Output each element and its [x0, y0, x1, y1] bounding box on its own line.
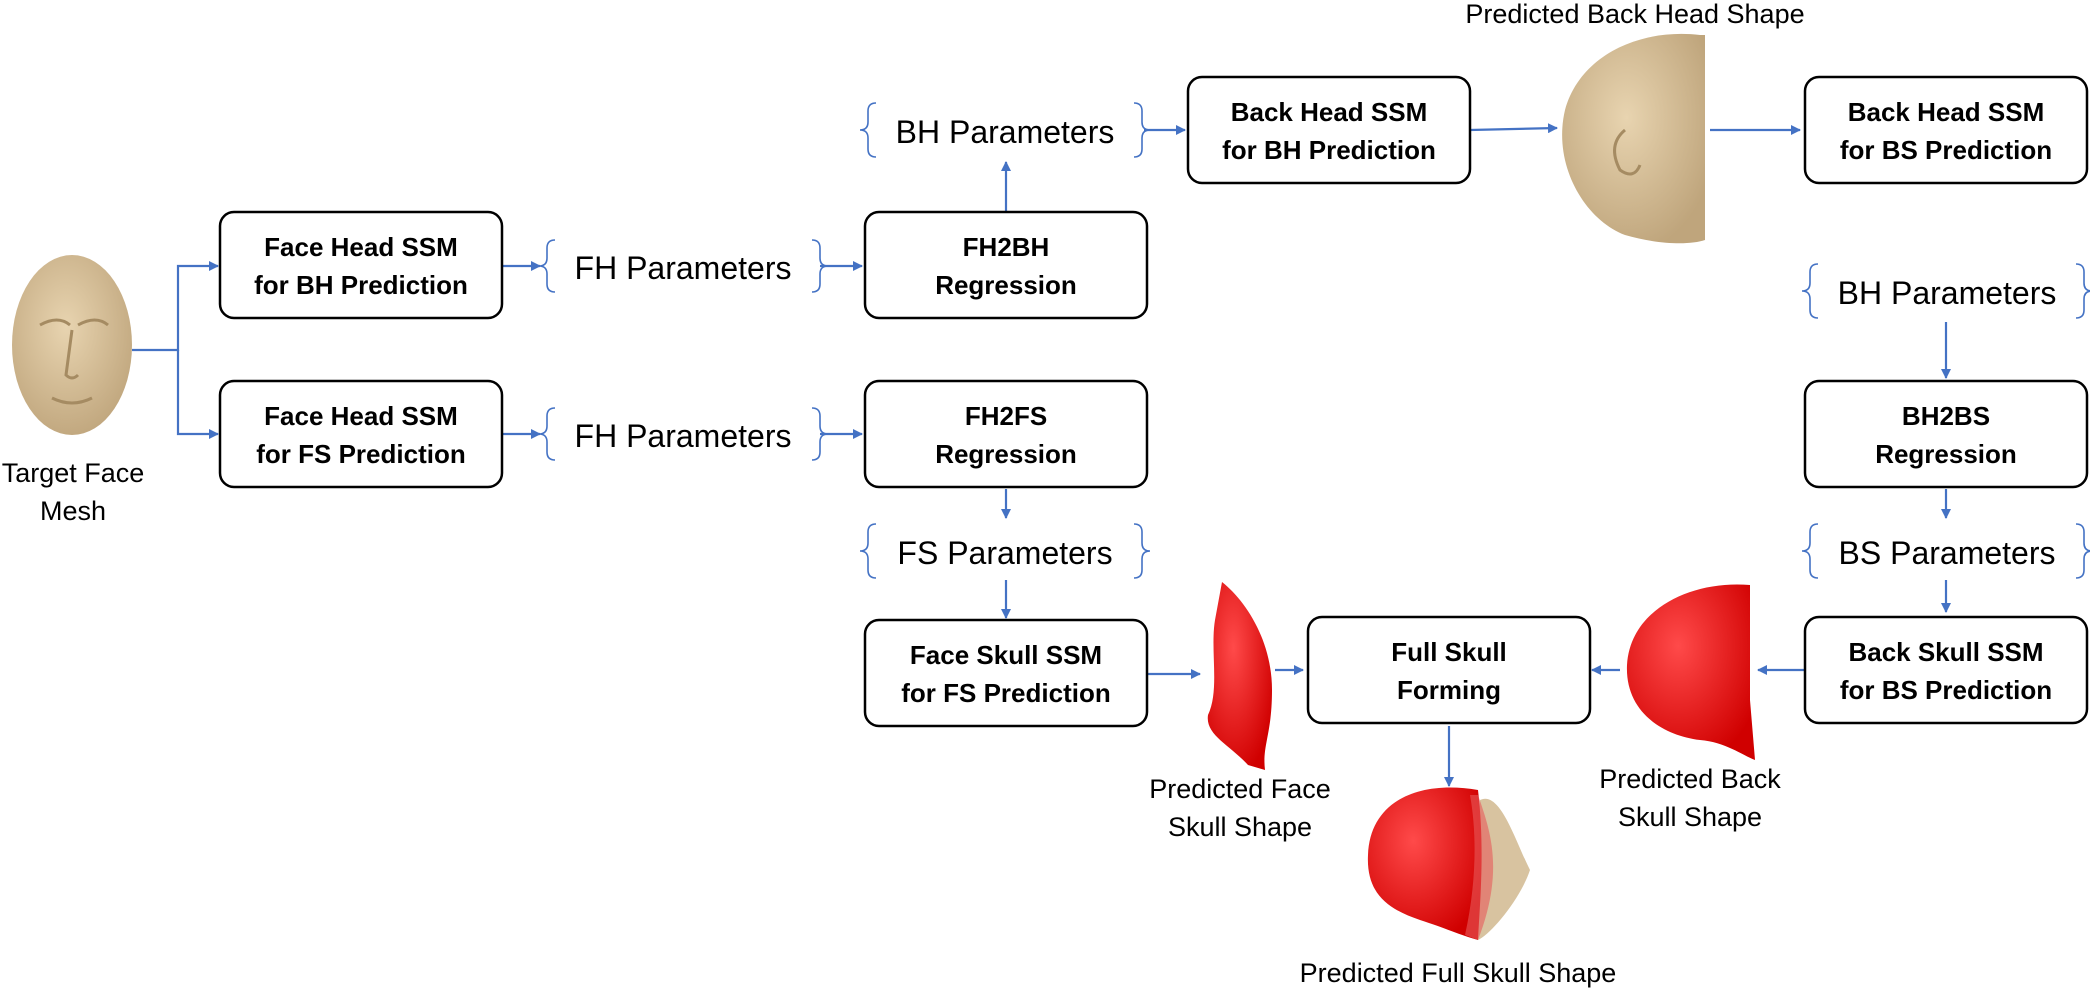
box-line-2: for FS Prediction — [901, 678, 1110, 708]
fh-parameters-label-bottom: FH Parameters — [575, 418, 792, 454]
full-skull-mesh-image — [1367, 787, 1530, 940]
box-fh2fs-regression: FH2FS Regression — [863, 379, 1149, 489]
arrow-bhssm-to-image — [1469, 123, 1558, 134]
full-skull-caption: Predicted Full Skull Shape — [1300, 958, 1617, 988]
fs-parameters-label: FS Parameters — [897, 535, 1112, 571]
bh-parameters-label-top: BH Parameters — [896, 114, 1115, 150]
target-face-caption-1: Target Face — [2, 458, 145, 488]
box-face-head-ssm-bh: Face Head SSM for BH Prediction — [218, 210, 504, 320]
param-braces — [538, 102, 2090, 579]
box-line-2: Forming — [1397, 675, 1501, 705]
back-skull-caption-1: Predicted Back — [1599, 764, 1781, 794]
box-line-2: Regression — [935, 439, 1077, 469]
box-line-1: Back Head SSM — [1231, 97, 1428, 127]
arrow-face-to-fs — [176, 350, 219, 439]
box-line-1: Back Skull SSM — [1848, 637, 2043, 667]
box-line-1: Face Head SSM — [264, 401, 458, 431]
face-skull-caption-2: Skull Shape — [1168, 812, 1312, 842]
box-line-1: FH2FS — [965, 401, 1047, 431]
box-back-head-ssm-bs: Back Head SSM for BS Prediction — [1803, 75, 2089, 185]
box-line-2: Regression — [935, 270, 1077, 300]
box-line-1: FH2BH — [963, 232, 1050, 262]
box-line-2: for BH Prediction — [254, 270, 468, 300]
back-skull-mesh-image — [1626, 584, 1755, 760]
box-line-1: Full Skull — [1391, 637, 1507, 667]
box-full-skull-forming: Full Skull Forming — [1306, 615, 1592, 725]
arrow-face-to-bh — [132, 261, 219, 352]
target-face-caption-2: Mesh — [40, 496, 106, 526]
fh-parameters-label-top: FH Parameters — [575, 250, 792, 286]
back-head-mesh-image — [1562, 33, 1705, 244]
box-line-2: for BH Prediction — [1222, 135, 1436, 165]
bs-parameters-label: BS Parameters — [1839, 535, 2056, 571]
box-line-2: Regression — [1875, 439, 2017, 469]
box-line-1: Face Skull SSM — [910, 640, 1102, 670]
face-mesh-image — [12, 255, 132, 435]
box-line-2: for BS Prediction — [1840, 675, 2052, 705]
box-bh2bs-regression: BH2BS Regression — [1803, 379, 2089, 489]
box-back-skull-ssm-bs: Back Skull SSM for BS Prediction — [1803, 615, 2089, 725]
box-line-2: for FS Prediction — [256, 439, 465, 469]
face-skull-caption-1: Predicted Face — [1149, 774, 1331, 804]
box-back-head-ssm-bh: Back Head SSM for BH Prediction — [1186, 75, 1472, 185]
box-line-1: Face Head SSM — [264, 232, 458, 262]
box-line-1: Back Head SSM — [1848, 97, 2045, 127]
box-face-head-ssm-fs: Face Head SSM for FS Prediction — [218, 379, 504, 489]
box-face-skull-ssm-fs: Face Skull SSM for FS Prediction — [863, 618, 1149, 728]
box-line-1: BH2BS — [1902, 401, 1990, 431]
back-skull-caption-2: Skull Shape — [1618, 802, 1762, 832]
bh-parameters-label-right: BH Parameters — [1838, 275, 2057, 311]
box-line-2: for BS Prediction — [1840, 135, 2052, 165]
face-skull-mesh-image — [1207, 582, 1272, 770]
box-fh2bh-regression: FH2BH Regression — [863, 210, 1149, 320]
back-head-caption: Predicted Back Head Shape — [1465, 0, 1804, 29]
